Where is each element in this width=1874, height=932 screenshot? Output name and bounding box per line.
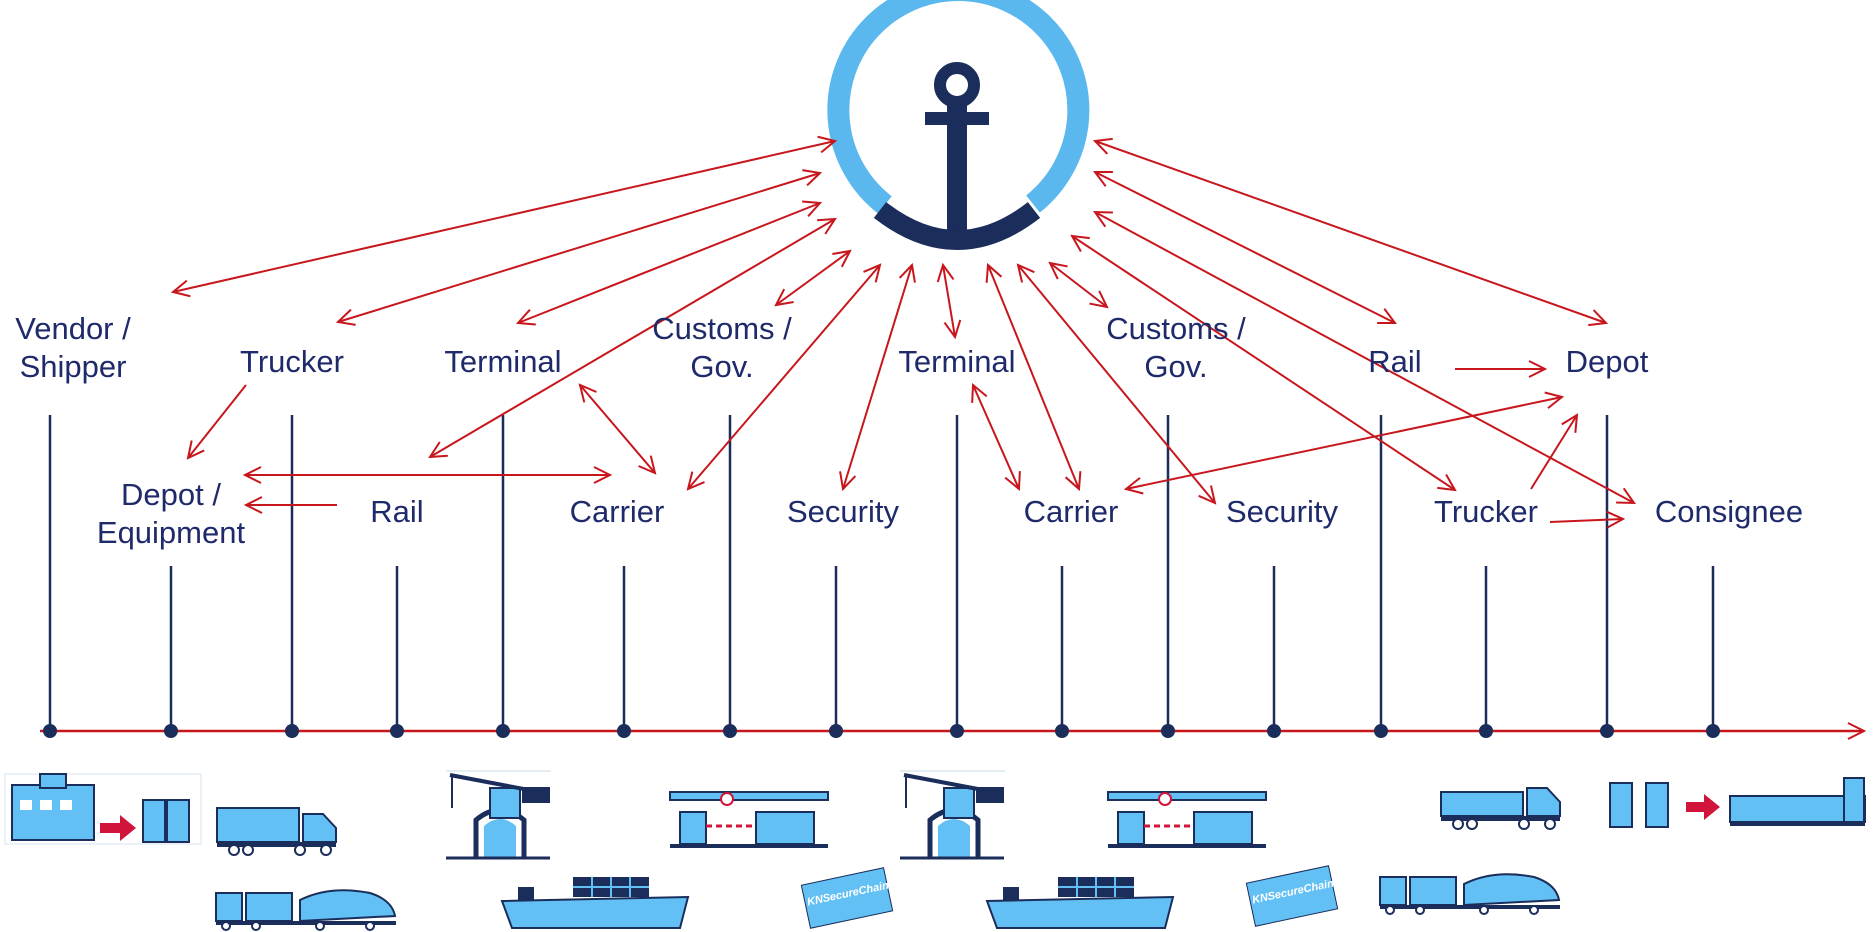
label-rail-top: Rail [1368, 344, 1422, 379]
arrow-security1-hub [843, 265, 912, 489]
label-trucker-top: Trucker [240, 344, 344, 379]
timeline-dots [43, 724, 1720, 738]
label-carrier-1: Carrier [569, 494, 665, 529]
label-terminal-2: Terminal [898, 344, 1016, 379]
port-crane-icon [900, 770, 1005, 860]
kn-securechain-badge-icon [1245, 865, 1339, 927]
containers-to-warehouse-icon [1609, 777, 1866, 828]
kn-securechain-badge-icon [800, 867, 894, 929]
label-vendor-shipper: Vendor / Shipper [15, 311, 131, 384]
customs-checkpoint-icon [1107, 791, 1267, 848]
arrow-terminal1-carrier1 [580, 385, 655, 473]
arrow-trucker2-depot2 [1530, 415, 1577, 490]
arrow-depot1-hub [430, 219, 835, 457]
truck-icon [216, 807, 337, 856]
container-ship-icon [985, 877, 1175, 929]
arrow-vendor-hub [173, 141, 835, 292]
label-consignee: Consignee [1654, 494, 1804, 529]
timeline-stems [48, 415, 1715, 731]
label-customs-gov-1: Customs / Gov. [652, 311, 792, 384]
truck-and-train-icon [215, 889, 397, 931]
arrow-terminal2-hub [943, 265, 955, 337]
arrow-terminal1-hub [518, 203, 820, 323]
label-security-1: Security [787, 494, 899, 529]
label-trucker-bottom: Trucker [1434, 494, 1538, 529]
arrow-depot2-hub [1095, 141, 1606, 323]
label-depot-top: Depot [1565, 344, 1649, 379]
customs-checkpoint-icon [669, 791, 829, 848]
warehouse-to-containers-icon [4, 773, 202, 845]
arrow-trucker2-consignee [1549, 519, 1623, 522]
arrow-trucker1-depot1 [188, 384, 247, 458]
label-customs-gov-2: Customs / Gov. [1106, 311, 1246, 384]
label-security-2: Security [1226, 494, 1338, 529]
arrow-customs1-hub [776, 251, 850, 305]
label-rail-bottom: Rail [370, 494, 424, 529]
communication-arrows [173, 141, 1634, 522]
arrow-carrier2-depot2 [1126, 397, 1562, 489]
port-crane-icon [446, 770, 551, 860]
arrow-customs2-hub [1050, 263, 1107, 307]
container-ship-icon [500, 877, 690, 929]
label-depot-equipment: Depot / Equipment [96, 477, 246, 550]
arrow-terminal2-carrier2 [973, 385, 1019, 489]
label-carrier-2: Carrier [1023, 494, 1119, 529]
anchor-ring-logo [827, 0, 1090, 250]
truck-icon [1440, 787, 1561, 830]
label-terminal-1: Terminal [444, 344, 562, 379]
truck-and-train-icon [1379, 873, 1561, 915]
